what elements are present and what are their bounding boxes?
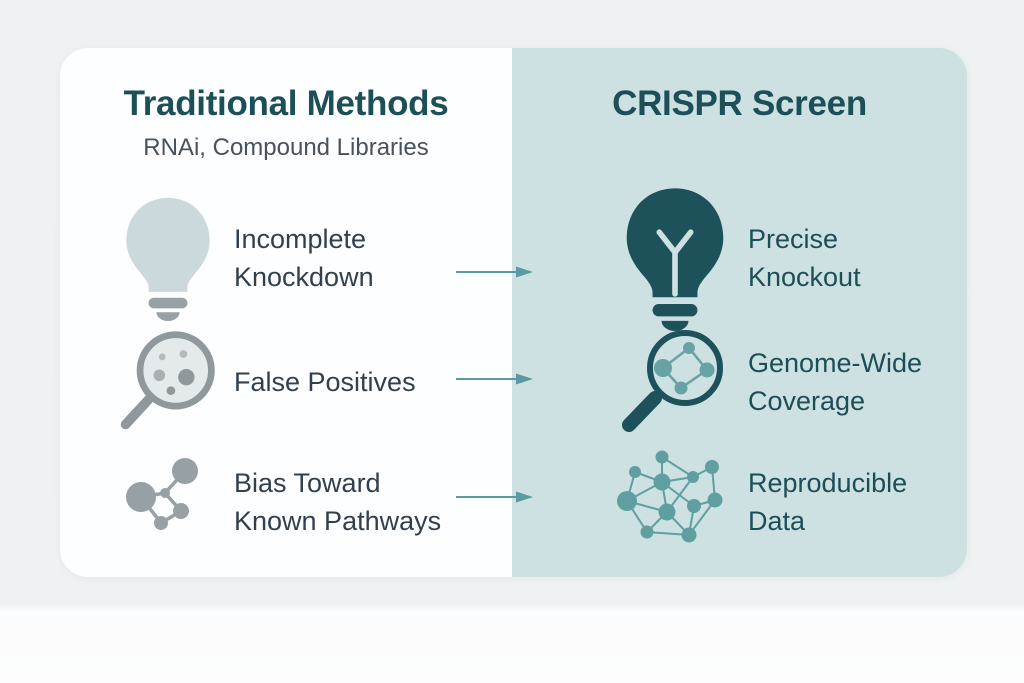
list-item: Bias Toward Known Pathways bbox=[108, 432, 441, 572]
network-nodes-icon bbox=[108, 447, 228, 557]
item-label: Genome-Wide Coverage bbox=[748, 348, 923, 416]
left-panel-subtitle: RNAi, Compound Libraries bbox=[143, 134, 429, 161]
magnifier-network-icon bbox=[607, 326, 742, 438]
network-nodes-icon-svg bbox=[126, 458, 198, 530]
list-item: Reproducible Data bbox=[607, 432, 907, 572]
list-item: Incomplete Knockdown bbox=[108, 188, 374, 328]
item-label: Precise Knockout bbox=[748, 224, 861, 292]
lightbulb-filament-icon bbox=[607, 185, 742, 331]
lightbulb-icon-svg bbox=[126, 197, 210, 321]
arrow-right-icon bbox=[456, 491, 533, 503]
traditional-methods-panel: Traditional Methods RNAi, Compound Libra… bbox=[60, 48, 512, 577]
item-label: Bias Toward Known Pathways bbox=[234, 468, 442, 536]
crispr-screen-panel: CRISPR Screen Precise Knockout bbox=[512, 48, 967, 577]
magnifier-dish-icon-svg bbox=[120, 331, 215, 430]
item-label: False Positives bbox=[234, 367, 416, 397]
right-panel-title: CRISPR Screen bbox=[612, 84, 867, 123]
left-panel-title: Traditional Methods bbox=[123, 84, 449, 123]
network-mesh-icon-svg bbox=[616, 450, 722, 543]
magnifier-network-icon-svg bbox=[621, 330, 723, 432]
arrow-right-icon bbox=[456, 373, 533, 385]
comparison-card: Traditional Methods RNAi, Compound Libra… bbox=[60, 48, 967, 577]
list-item: Precise Knockout bbox=[607, 185, 861, 331]
list-item: Genome-Wide Coverage bbox=[607, 312, 922, 452]
list-item: False Positives bbox=[108, 312, 416, 452]
lightbulb-filament-icon-svg bbox=[626, 188, 723, 331]
network-mesh-icon bbox=[607, 444, 742, 560]
lightbulb-icon bbox=[108, 195, 228, 321]
magnifier-dish-icon bbox=[108, 328, 228, 436]
arrow-right-icon bbox=[456, 266, 533, 278]
item-label: Incomplete Knockdown bbox=[234, 224, 374, 292]
item-label: Reproducible Data bbox=[748, 468, 908, 536]
